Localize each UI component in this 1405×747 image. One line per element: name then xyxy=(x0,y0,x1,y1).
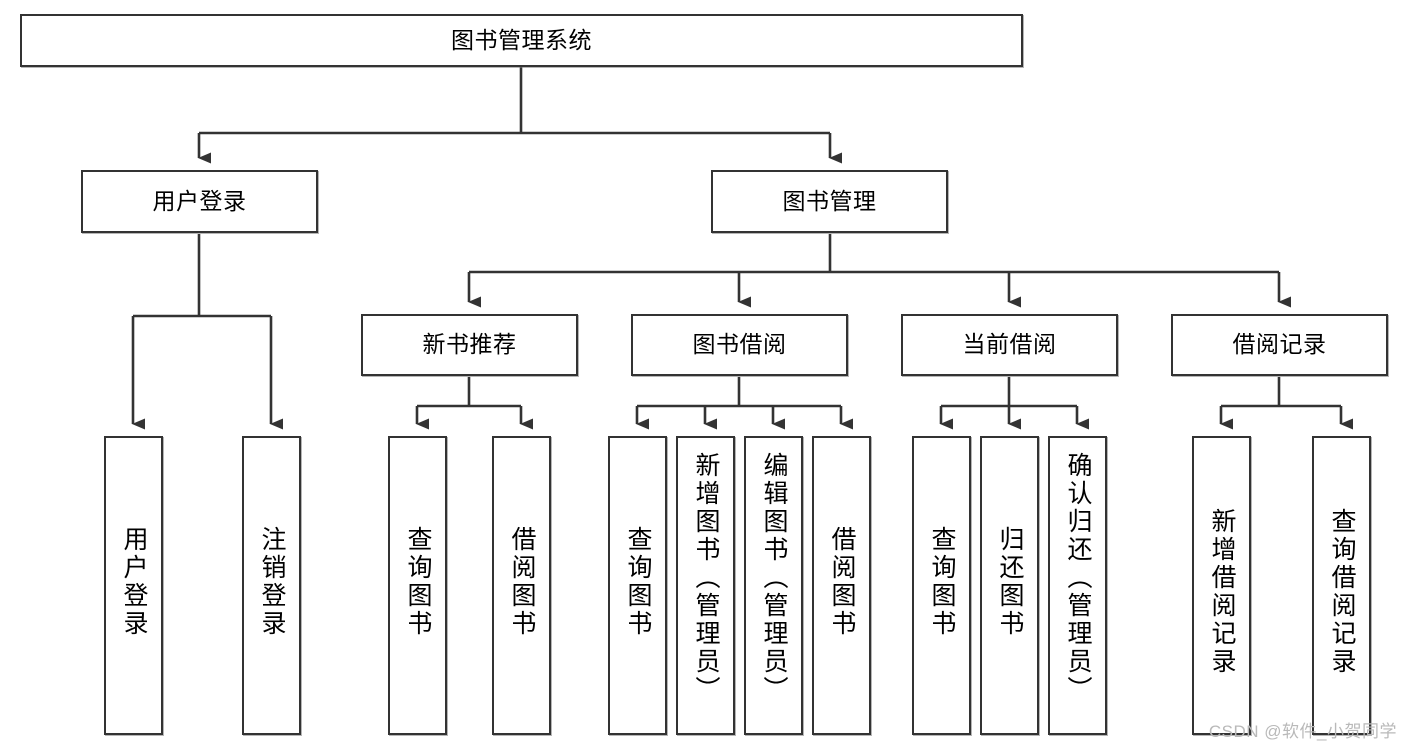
node-label: 用户登录 xyxy=(152,187,247,214)
node-leaf-borrow-book[interactable]: 借阅图书 xyxy=(812,436,871,735)
node-leaf-add-book[interactable]: 新增图书（管理员） xyxy=(676,436,735,735)
node-label: 图书管理 xyxy=(782,187,877,214)
node-label: 新增图书（管理员） xyxy=(692,452,720,704)
node-leaf-return-book[interactable]: 归还图书 xyxy=(980,436,1039,735)
node-label: 注销登录 xyxy=(258,526,286,638)
node-label: 查询借阅记录 xyxy=(1328,508,1356,676)
node-label: 查询图书 xyxy=(404,526,432,638)
node-label: 借阅记录 xyxy=(1232,331,1327,358)
watermark-text: CSDN @软件_小贺同学 xyxy=(1208,722,1397,741)
node-label: 归还图书 xyxy=(996,526,1024,638)
node-leaf-logout[interactable]: 注销登录 xyxy=(242,436,301,735)
node-leaf-query-record[interactable]: 查询借阅记录 xyxy=(1312,436,1371,735)
node-book-borrow[interactable]: 图书借阅 xyxy=(631,314,848,376)
node-leaf-user-login[interactable]: 用户登录 xyxy=(104,436,163,735)
node-leaf-borrow-book-recommend[interactable]: 借阅图书 xyxy=(492,436,551,735)
node-label: 查询图书 xyxy=(624,526,652,638)
node-new-book-recommend[interactable]: 新书推荐 xyxy=(361,314,578,376)
node-label: 查询图书 xyxy=(928,526,956,638)
node-label: 编辑图书（管理员） xyxy=(760,452,788,704)
node-label: 借阅图书 xyxy=(508,526,536,638)
node-borrow-record[interactable]: 借阅记录 xyxy=(1171,314,1388,376)
node-label: 图书管理系统 xyxy=(451,26,592,53)
node-leaf-confirm-return[interactable]: 确认归还（管理员） xyxy=(1048,436,1107,735)
node-label: 新增借阅记录 xyxy=(1208,508,1236,676)
node-label: 借阅图书 xyxy=(828,526,856,638)
node-leaf-query-book-recommend[interactable]: 查询图书 xyxy=(388,436,447,735)
node-current-borrow[interactable]: 当前借阅 xyxy=(901,314,1118,376)
node-label: 图书借阅 xyxy=(692,331,787,358)
node-user-login[interactable]: 用户登录 xyxy=(81,170,318,233)
node-book-management-system[interactable]: 图书管理系统 xyxy=(20,14,1023,67)
node-label: 确认归还（管理员） xyxy=(1064,452,1092,704)
node-leaf-query-book-borrow[interactable]: 查询图书 xyxy=(608,436,667,735)
node-label: 新书推荐 xyxy=(422,331,517,358)
node-book-management[interactable]: 图书管理 xyxy=(711,170,948,233)
node-leaf-edit-book[interactable]: 编辑图书（管理员） xyxy=(744,436,803,735)
node-leaf-query-book-current[interactable]: 查询图书 xyxy=(912,436,971,735)
node-label: 用户登录 xyxy=(120,526,148,638)
node-leaf-add-record[interactable]: 新增借阅记录 xyxy=(1192,436,1251,735)
node-label: 当前借阅 xyxy=(962,331,1057,358)
